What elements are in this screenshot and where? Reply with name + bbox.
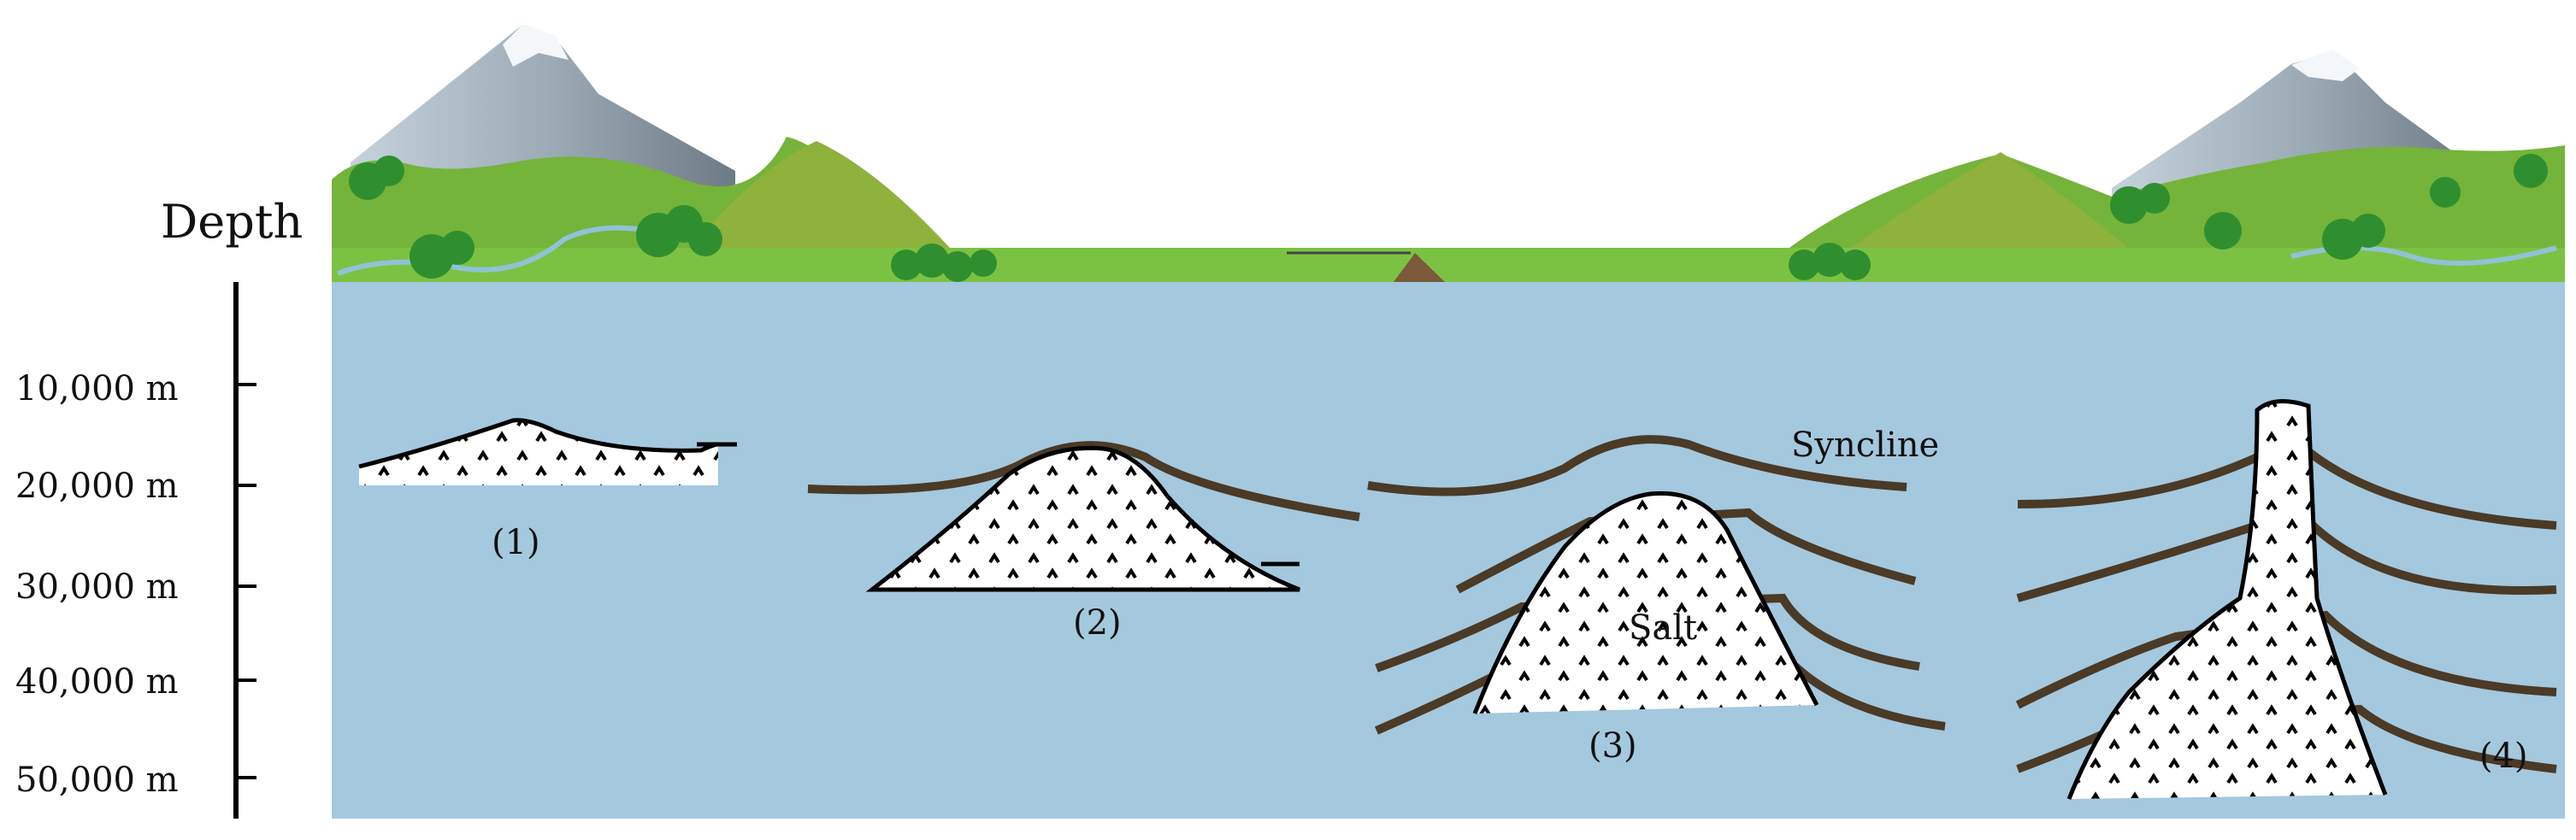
salt-outline-3 bbox=[1472, 490, 1819, 714]
salt-body-2 bbox=[872, 448, 1300, 590]
river-left bbox=[336, 225, 651, 276]
salt-outline-1 bbox=[358, 418, 719, 469]
hill-right-peak bbox=[1838, 152, 2137, 256]
stage-label-3: (3) bbox=[1589, 726, 1637, 766]
depth-axis bbox=[233, 282, 256, 819]
syncline-label: Syncline bbox=[1791, 426, 1940, 465]
hill-left-peak bbox=[684, 141, 958, 256]
salt-stage-1 bbox=[358, 418, 737, 485]
stage-label-1: (1) bbox=[492, 523, 540, 562]
salt-body-3 bbox=[1475, 493, 1817, 714]
mountain-left-snow bbox=[503, 24, 569, 67]
depth-tick-label: 20,000 m bbox=[15, 467, 179, 506]
stage-label-2: (2) bbox=[1073, 603, 1122, 643]
strata-2 bbox=[807, 441, 1360, 521]
landscape bbox=[332, 24, 2565, 282]
trees bbox=[349, 154, 2548, 282]
mountain-left bbox=[351, 26, 735, 197]
depth-axis-title: Depth bbox=[161, 195, 304, 249]
salt-body-4 bbox=[2069, 401, 2385, 799]
salt-label: Salt bbox=[1629, 608, 1698, 648]
salt-outline-2 bbox=[865, 445, 1300, 592]
salt-stage-3 bbox=[1367, 435, 1946, 735]
depth-tick-label: 10,000 m bbox=[15, 369, 179, 408]
salt-stage-4 bbox=[2015, 399, 2557, 800]
mountain-right-snow bbox=[2291, 50, 2360, 81]
depth-tick-label: 50,000 m bbox=[15, 761, 179, 800]
salt-body-1 bbox=[359, 420, 718, 485]
stage-label-4: (4) bbox=[2479, 737, 2528, 776]
salt-outline-4 bbox=[2066, 399, 2388, 800]
surface-mound bbox=[1394, 253, 1445, 282]
salt-stage-2 bbox=[807, 441, 1360, 592]
depth-tick-label: 40,000 m bbox=[15, 662, 179, 702]
depth-tick-label: 30,000 m bbox=[15, 567, 179, 607]
